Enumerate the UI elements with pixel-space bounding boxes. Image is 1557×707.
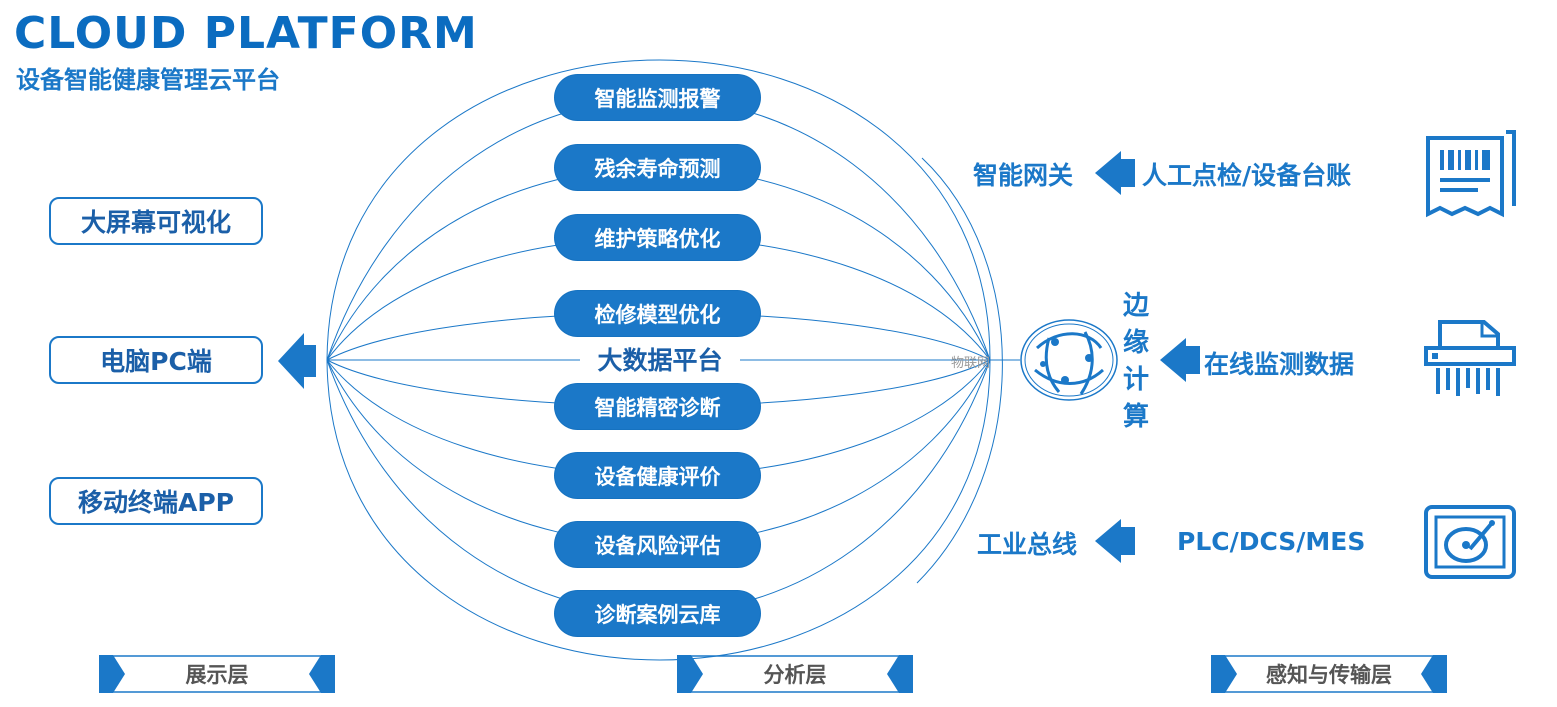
pill-risk-assessment: 设备风险评估: [555, 522, 760, 567]
page-title: CLOUD PLATFORM: [14, 8, 478, 59]
edge-char: 算: [1122, 402, 1149, 432]
pill-case-library: 诊断案例云库: [555, 591, 760, 636]
pill-remaining-life: 残余寿命预测: [555, 145, 760, 190]
pill-maintenance-strategy: 维护策略优化: [555, 215, 760, 260]
edge-computing-label: 边 缘 计 算: [1120, 288, 1152, 436]
disk-drive-icon: [1424, 505, 1516, 579]
pill-precision-diagnosis: 智能精密诊断: [555, 384, 760, 429]
layer-banner-display: 展示层: [99, 655, 335, 693]
banner-shape: [1211, 655, 1447, 693]
shredder-icon: [1424, 320, 1516, 396]
display-item-mobile: 移动终端APP: [49, 477, 263, 525]
left-arrow-icon: [1095, 519, 1135, 563]
left-arrow-icon: [1095, 151, 1135, 195]
layer-label-perception: 感知与传输层: [1266, 663, 1392, 687]
source-manual-inspection: 人工点检/设备台账: [1142, 161, 1352, 190]
edge-char: 边: [1122, 291, 1149, 321]
display-item-pc: 电脑PC端: [49, 336, 263, 384]
layer-banner-perception: 感知与传输层: [1211, 655, 1447, 693]
banner-shape: [677, 655, 913, 693]
pill-repair-model: 检修模型优化: [555, 291, 760, 336]
big-data-platform-label: 大数据平台: [580, 342, 740, 380]
pill-monitoring-alarm: 智能监测报警: [555, 75, 760, 120]
source-plc-dcs-mes: PLC/DCS/MES: [1177, 527, 1366, 556]
left-arrow-icon: [278, 333, 316, 389]
banner-shape: [99, 655, 335, 693]
smart-gateway-label: 智能网关: [973, 161, 1074, 190]
pill-health-evaluation: 设备健康评价: [555, 453, 760, 498]
receipt-icon: [1426, 130, 1516, 218]
sphere-right-arc: [916, 157, 1003, 584]
display-item-big-screen: 大屏幕可视化: [49, 197, 263, 245]
layer-banner-analysis: 分析层: [677, 655, 913, 693]
page-subtitle: 设备智能健康管理云平台: [16, 66, 280, 94]
sphere-outline: [326, 59, 991, 661]
iot-label: 物联网: [951, 356, 991, 371]
edge-char: 计: [1122, 365, 1149, 395]
left-arrow-icon: [1160, 338, 1200, 382]
layer-label-analysis: 分析层: [763, 663, 827, 687]
edge-char: 缘: [1122, 328, 1149, 358]
globe-network-icon: [1020, 319, 1118, 401]
layer-label-display: 展示层: [185, 663, 249, 687]
industrial-bus-label: 工业总线: [977, 530, 1078, 559]
source-online-monitoring: 在线监测数据: [1204, 350, 1355, 379]
